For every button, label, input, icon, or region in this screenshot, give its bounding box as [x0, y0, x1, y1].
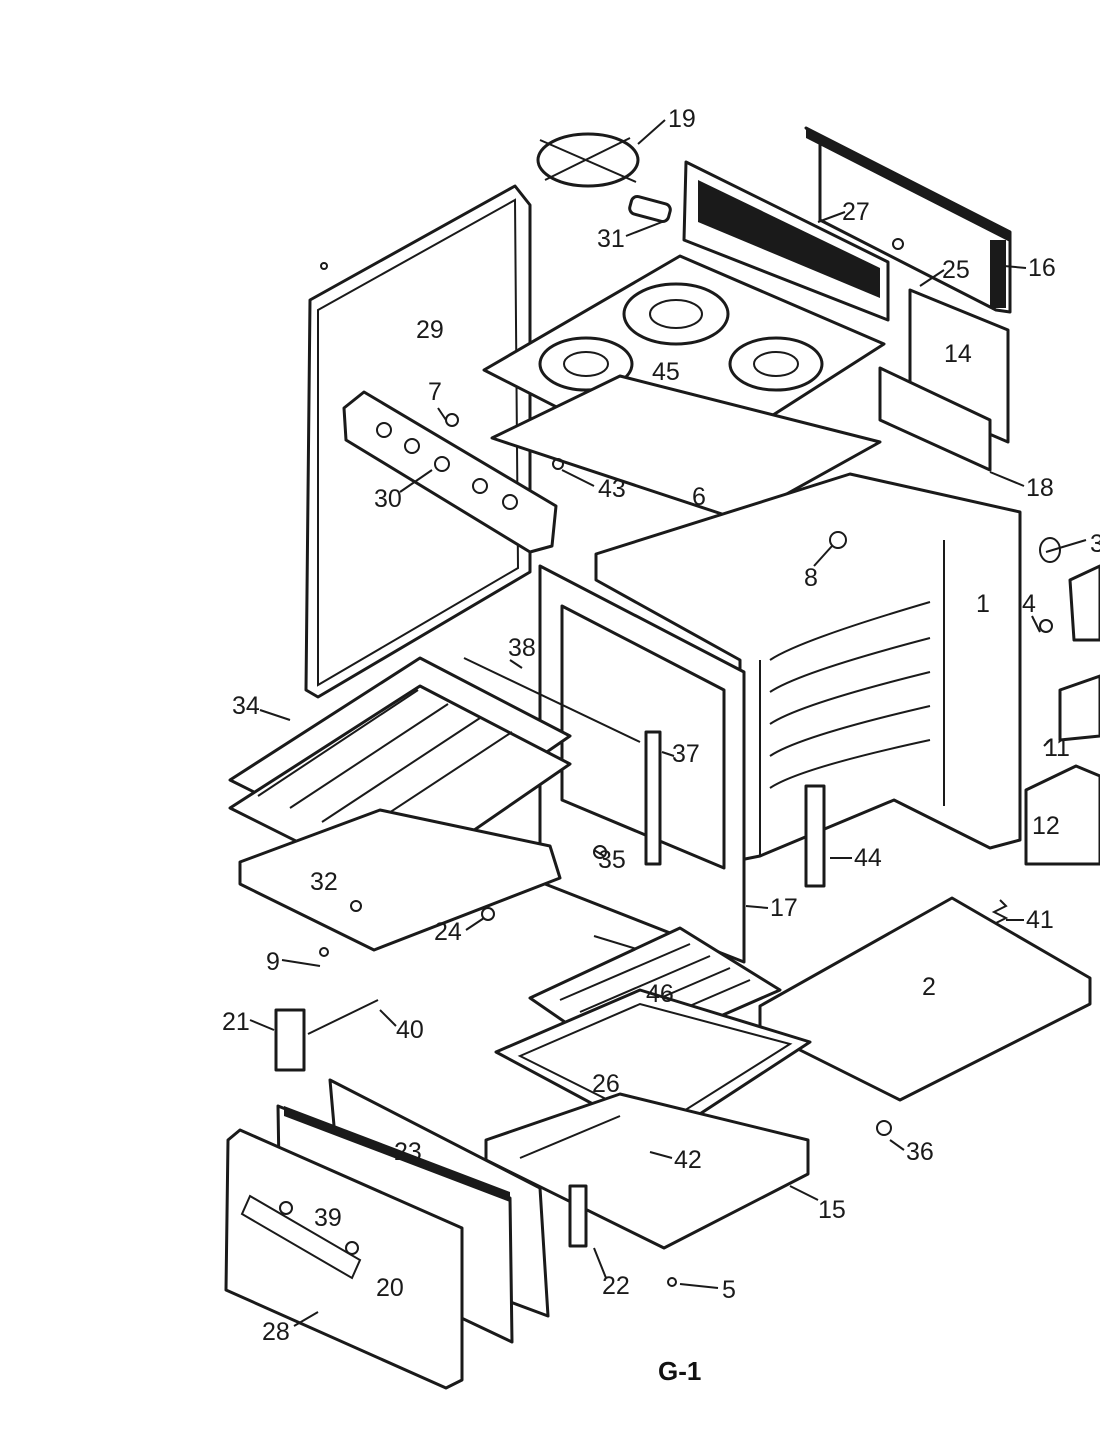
part-44-hinge	[804, 784, 826, 888]
part-30-control-panel	[342, 390, 558, 554]
callout-7: 7	[428, 378, 442, 406]
callout-12: 12	[1032, 812, 1060, 840]
callout-4: 4	[1022, 590, 1036, 618]
part-18-bracket	[878, 366, 992, 472]
callout-46: 46	[646, 980, 674, 1008]
callout-5: 5	[722, 1276, 736, 1304]
callout-35: 35	[598, 846, 626, 874]
callout-11: 11	[1044, 734, 1070, 762]
part-40-spring	[307, 999, 379, 1035]
callout-21: 21	[222, 1008, 250, 1036]
callout-15: 15	[818, 1196, 846, 1224]
callout-43: 43	[598, 475, 626, 503]
callout-23: 23	[394, 1138, 422, 1166]
callout-17: 17	[770, 894, 798, 922]
callout-22: 22	[602, 1272, 630, 1300]
part-27-backguard	[682, 160, 890, 322]
part-19-grate	[536, 132, 640, 188]
part-31-trim	[628, 194, 672, 224]
callout-28: 28	[262, 1318, 290, 1346]
callout-9: 9	[266, 948, 280, 976]
leader-lines	[249, 119, 1087, 1327]
callout-36: 36	[906, 1138, 934, 1166]
part-32-broiler-pan	[238, 808, 562, 952]
callout-25: 25	[942, 256, 970, 284]
small-fasteners	[319, 238, 1053, 1287]
callout-41: 41	[1026, 906, 1054, 934]
part-17-front-frame	[538, 564, 746, 964]
callout-42: 42	[674, 1146, 702, 1174]
callout-18: 18	[1026, 474, 1054, 502]
callout-6: 6	[692, 483, 706, 511]
part-20-outer-door	[224, 1128, 464, 1390]
callout-29: 29	[416, 316, 444, 344]
callout-24: 24	[434, 918, 462, 946]
figure-caption: G-1	[658, 1356, 701, 1386]
callout-8: 8	[804, 564, 818, 592]
callout-19: 19	[668, 105, 696, 133]
part-38-rod	[463, 657, 641, 743]
callout-2: 2	[922, 973, 936, 1001]
callout-3: 3	[1090, 530, 1100, 558]
callout-44: 44	[854, 844, 882, 872]
callout-39: 39	[314, 1204, 342, 1232]
callout-45: 45	[652, 358, 680, 386]
callout-30: 30	[374, 485, 402, 513]
callout-16: 16	[1028, 254, 1056, 282]
callout-40: 40	[396, 1016, 424, 1044]
part-1-oven-body	[594, 472, 1022, 862]
callout-26: 26	[592, 1070, 620, 1098]
callout-31: 31	[597, 225, 625, 253]
part-37-rod	[644, 730, 662, 866]
part-6-tray	[490, 374, 882, 522]
part-3-component	[1039, 537, 1100, 642]
callout-38: 38	[508, 634, 536, 662]
callout-27: 27	[842, 198, 870, 226]
callout-20: 20	[376, 1274, 404, 1302]
part-16-back-frame	[804, 126, 1012, 314]
callout-34: 34	[232, 692, 260, 720]
part-12-component	[1024, 764, 1100, 866]
callout-32: 32	[310, 868, 338, 896]
part-21-hinge	[274, 1008, 306, 1072]
callout-14: 14	[944, 340, 972, 368]
callout-37: 37	[672, 740, 700, 768]
callout-1: 1	[976, 590, 990, 618]
part-22-hinge	[568, 1184, 588, 1248]
part-11-component	[1058, 674, 1100, 742]
callout-labels: 19 27 31 25 16 29 14 45 7 43 6 30 18 3 8…	[222, 105, 1100, 1346]
